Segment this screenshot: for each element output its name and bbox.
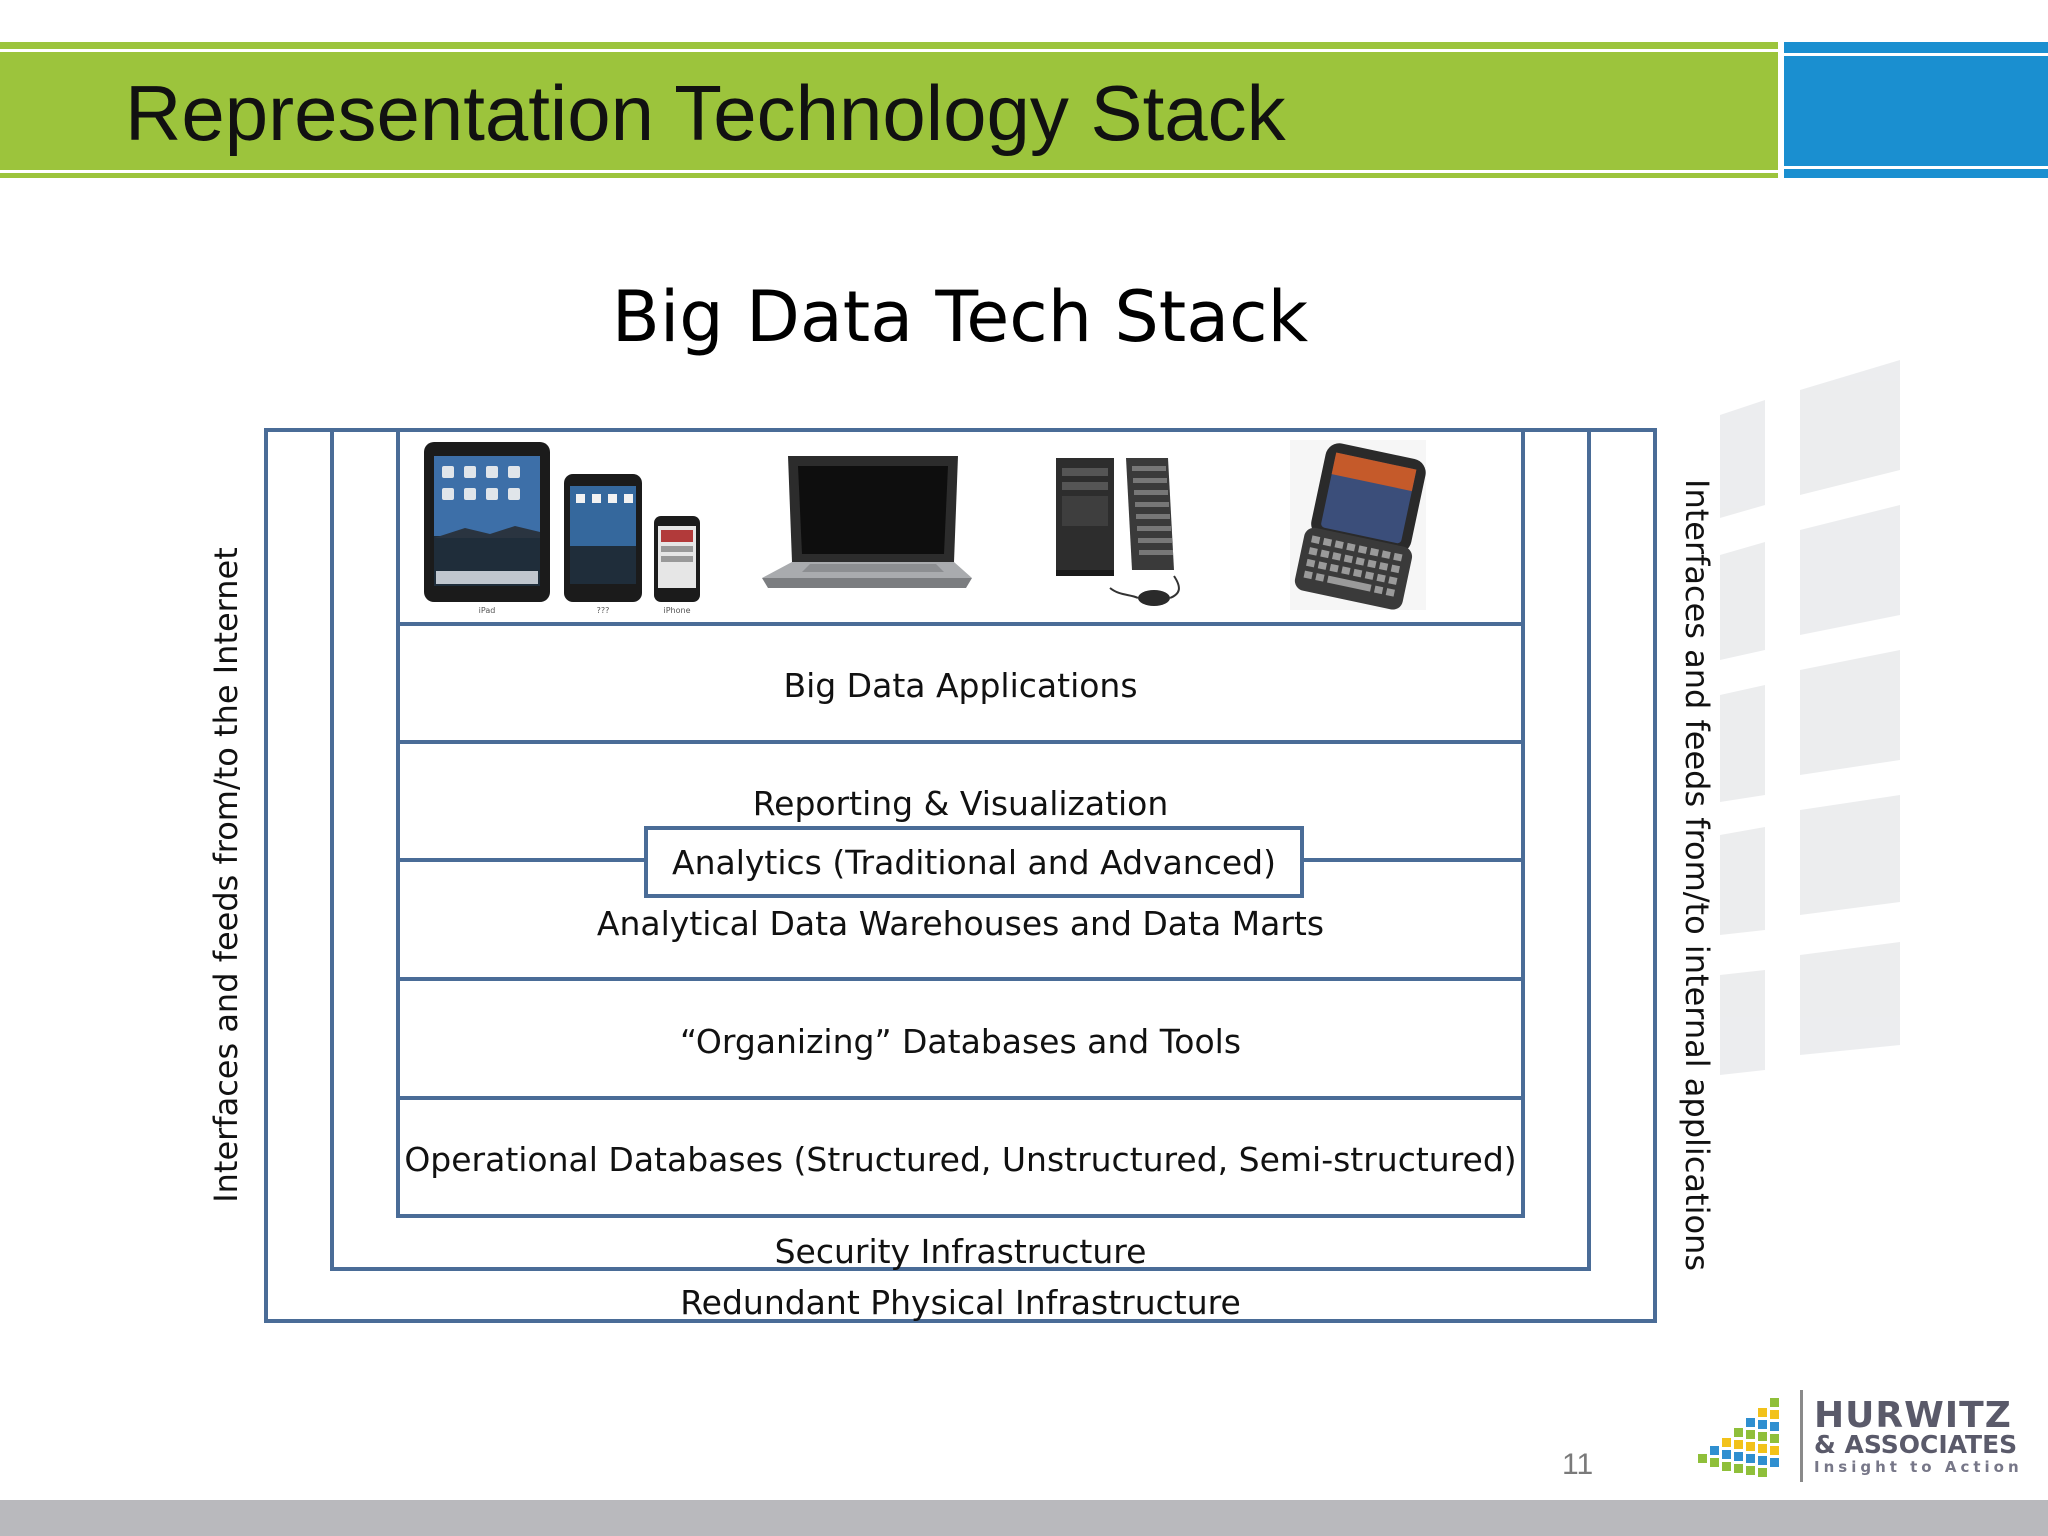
phone-icon <box>654 516 700 602</box>
layer-redundant-physical-infrastructure: Redundant Physical Infrastructure <box>680 1283 1241 1322</box>
header-rule-bottom <box>0 170 1778 173</box>
layer-divider <box>396 740 1525 744</box>
layer-analytical-data-warehouses: Analytical Data Warehouses and Data Mart… <box>596 904 1325 943</box>
layer-operational-databases: Operational Databases (Structured, Unstr… <box>404 1140 1517 1179</box>
left-interfaces-label: Interfaces and feeds from/to the Interne… <box>207 547 245 1203</box>
logo-tagline: Insight to Action <box>1814 1458 2023 1476</box>
layer-analytics: Analytics (Traditional and Advanced) <box>644 826 1304 898</box>
header-rule-top <box>0 49 1778 52</box>
page-number: 11 <box>1562 1448 1594 1481</box>
layer-organizing-databases: “Organizing” Databases and Tools <box>679 1022 1242 1061</box>
layer-divider <box>396 622 1525 626</box>
layer-reporting-visualization: Reporting & Visualization <box>752 784 1169 823</box>
background-decoration <box>1720 360 1900 1075</box>
right-interfaces-label: Interfaces and feeds from/to internal ap… <box>1678 479 1716 1271</box>
media-player-icon <box>564 474 642 602</box>
logo-name: HURWITZ <box>1814 1395 2012 1436</box>
logo-divider <box>1800 1390 1803 1482</box>
desktop-computer-icon <box>1056 458 1180 606</box>
layer-divider <box>396 977 1525 981</box>
device-caption: iPhone <box>663 606 690 615</box>
laptop-icon <box>762 456 972 588</box>
logo-subtitle: & ASSOCIATES <box>1814 1430 2018 1459</box>
accent-rule-bottom <box>1784 166 2048 169</box>
device-caption: iPad <box>479 606 496 615</box>
tablet-icon <box>424 442 550 602</box>
diagram-title: Big Data Tech Stack <box>611 276 1309 358</box>
devices-row: iPad ??? iPhone <box>424 440 1426 615</box>
hurwitz-logo-icon <box>1698 1398 1779 1477</box>
layer-divider <box>396 1096 1525 1100</box>
layer-big-data-applications: Big Data Applications <box>783 666 1138 705</box>
header-accent-block <box>1784 42 2048 178</box>
device-caption: ??? <box>597 606 610 615</box>
header-band <box>0 42 1778 178</box>
layer-security-infrastructure: Security Infrastructure <box>774 1232 1147 1271</box>
page-title: Representation Technology Stack <box>125 69 1286 157</box>
accent-rule-top <box>1784 53 2048 56</box>
smartphone-icon <box>1290 440 1426 610</box>
footer-bar <box>0 1500 2048 1536</box>
